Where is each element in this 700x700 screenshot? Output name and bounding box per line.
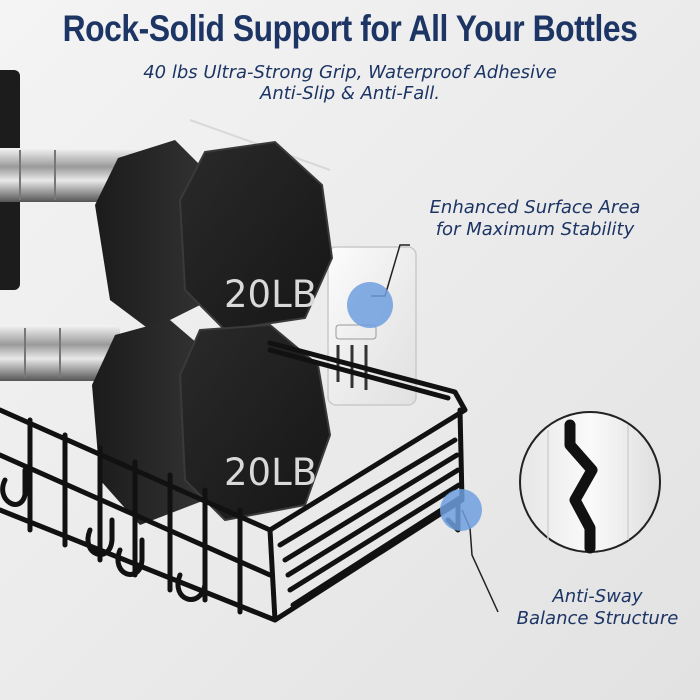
surface-area-marker [347,282,393,328]
headline: Rock-Solid Support for All Your Bottles [62,8,638,49]
anti-sway-detail-inset [519,411,661,554]
background-plate [0,70,20,290]
surface-area-callout-line1: Enhanced Surface Area [429,197,641,218]
subheadline-line1: 40 lbs Ultra-Strong Grip, Waterproof Adh… [143,62,557,83]
dumbbell-bottom-label: 20LB [224,451,317,494]
surface-area-callout: Enhanced Surface Area for Maximum Stabil… [400,197,670,241]
anti-sway-callout-line2: Balance Structure [516,608,679,629]
anti-sway-callout: Anti-Sway Balance Structure [495,586,700,630]
dumbbell-bottom: 20LB [0,320,332,525]
subheadline-line2: Anti-Slip & Anti-Fall. [260,83,440,104]
shower-caddy-basket [0,340,468,623]
dumbbell-top: 20LB [0,140,334,332]
surface-area-callout-line2: for Maximum Stability [435,219,635,240]
dumbbell-top-label: 20LB [224,273,317,316]
anti-sway-marker [440,489,482,531]
anti-sway-callout-line1: Anti-Sway [552,586,643,607]
